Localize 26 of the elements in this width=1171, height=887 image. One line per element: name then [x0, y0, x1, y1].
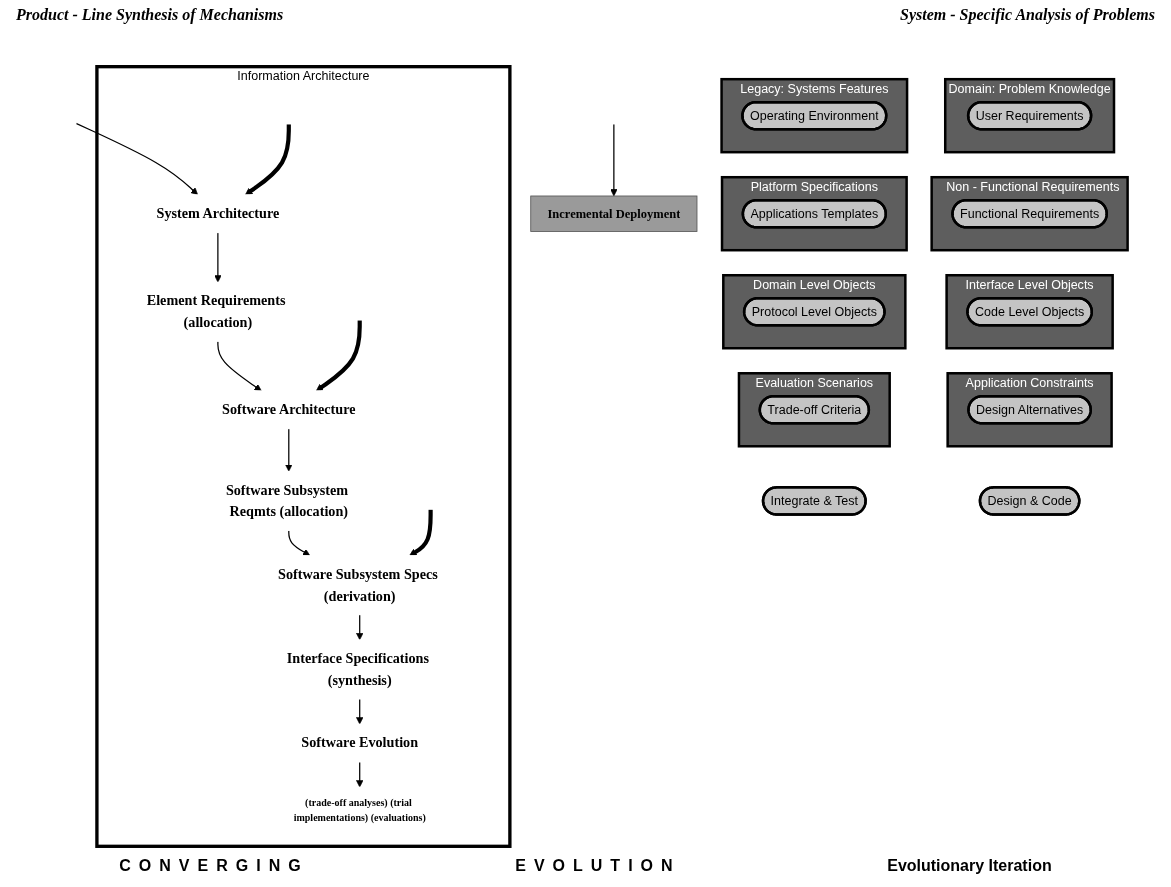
node-text: Software Subsystem Specs (derivation)	[278, 566, 439, 604]
arrow	[288, 529, 311, 556]
vertical-lettering: CONVERGING	[119, 857, 309, 876]
node-text: Software Subsystem Reqmts (allocation)	[226, 482, 349, 520]
node-text: System Architecture	[156, 205, 280, 222]
vertical-lettering: EVOLUTION	[515, 857, 681, 876]
arrow	[356, 614, 364, 641]
node-text: Software Architecture	[222, 401, 356, 418]
arrow	[217, 340, 263, 392]
node-text: Element Requirements (allocation)	[147, 292, 286, 331]
node-box: Incremental Deployment	[530, 195, 698, 232]
arrow	[610, 123, 618, 197]
arrow	[245, 124, 292, 196]
arrow	[285, 428, 293, 472]
arrow-caption: Evolutionary Iteration	[887, 857, 1052, 876]
arrow	[214, 232, 222, 283]
node-text: Software Evolution	[301, 734, 419, 751]
arrow	[409, 509, 434, 556]
side-heading: Product - Line Synthesis of Mechanisms	[16, 6, 284, 24]
node-text: Interface Specifications (synthesis)	[287, 650, 430, 688]
arrow	[75, 122, 199, 196]
node-text: (trade-off analyses) (trial implementations) (evaluations)	[294, 797, 427, 824]
side-heading: System - Specific Analysis of Problems	[900, 6, 1155, 24]
arrow	[356, 698, 364, 725]
arrow	[356, 761, 364, 788]
arrow	[316, 320, 363, 392]
